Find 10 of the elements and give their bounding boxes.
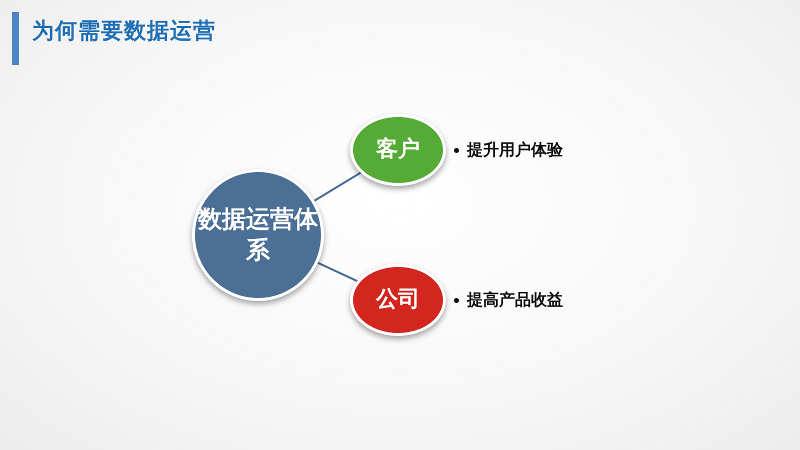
node-label: 客户 <box>374 136 421 164</box>
title: 为何需要数据运营 <box>32 18 216 46</box>
bullet-text: 提升用户体验 <box>467 140 563 160</box>
bullet-text: 提高产品收益 <box>467 290 563 310</box>
connector-line <box>314 172 362 202</box>
circle-node <box>350 114 446 186</box>
connector-line <box>317 262 358 282</box>
circle-node <box>350 264 446 336</box>
node-label: 公司 <box>374 286 421 314</box>
node-label: 数据运营体系 <box>197 204 319 266</box>
